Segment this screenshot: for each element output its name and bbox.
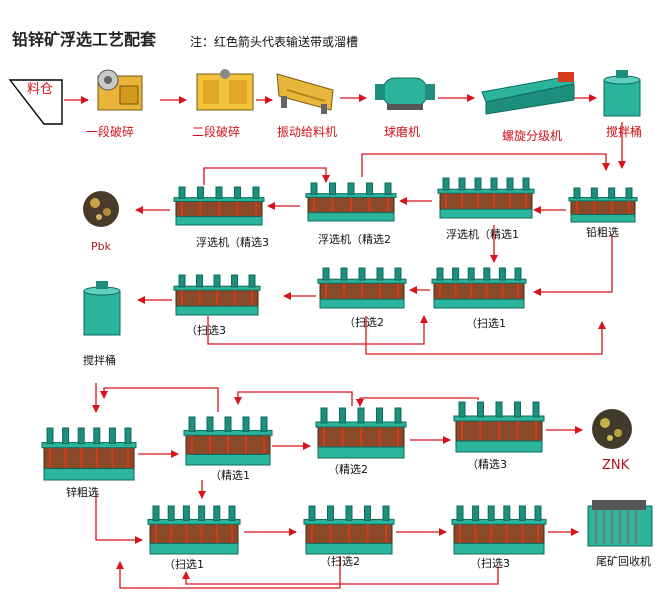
zinc-cleaner-cell-1 xyxy=(183,416,273,466)
lead-rougher-cell xyxy=(568,187,638,223)
arrow-zinc-cleaner2-return xyxy=(234,391,353,406)
pb-product-label: Pbk xyxy=(91,240,111,253)
agitation-tank-icon-2 xyxy=(83,281,121,336)
lead-scavenger-label-1: （扫选1 xyxy=(466,317,506,330)
arrow-zinc-cleaner3-return xyxy=(356,397,479,407)
lead-scavenger-cell-1 xyxy=(431,267,527,309)
row1-label-1: 二段破碎 xyxy=(192,125,241,139)
arrow-zinc-scavenger2-return xyxy=(116,556,341,589)
feed-bin-icon xyxy=(8,79,63,125)
zinc-scavenger-label-1: （扫选1 xyxy=(164,558,204,571)
row1-label-2: 振动给料机 xyxy=(277,125,338,139)
lead-cleaner-label-3: 浮选机（精选3 xyxy=(196,236,269,249)
zinc-cleaner-cell-2 xyxy=(315,407,407,459)
lead-cleaner-label-2: 浮选机（精选2 xyxy=(318,233,391,246)
page-title: 铅锌矿浮选工艺配套 xyxy=(12,30,157,49)
lead-scavenger-label-2: （扫选2 xyxy=(344,316,384,329)
secondary-jaw-crusher-icon xyxy=(196,69,254,111)
lead-cleaner-cell-1 xyxy=(437,177,535,219)
arrow-zinc-cleaner1-return xyxy=(100,387,219,412)
primary-jaw-crusher-icon xyxy=(97,69,143,111)
zinc-cleaner-cell-3 xyxy=(453,401,545,453)
zinc-rougher-cell xyxy=(41,427,137,481)
row1-label-5: 搅拌桶 xyxy=(606,125,643,139)
feed-bin-label: 料仓 xyxy=(27,82,54,97)
ball-mill-icon xyxy=(375,77,435,110)
arrow-cleaner2-return xyxy=(361,153,610,177)
zinc-cleaner-label-3: （精选3 xyxy=(467,458,507,471)
zn-concentrate-icon xyxy=(592,409,632,449)
arrow-cleaner3-return xyxy=(203,167,330,185)
lead-tank-label: 搅拌桶 xyxy=(83,354,116,367)
arrow-scavenger2-return xyxy=(365,316,606,355)
row1-label-0: 一段破碎 xyxy=(86,125,135,139)
arrow-zinc-scavenger3-return xyxy=(182,566,499,585)
pb-concentrate-icon xyxy=(83,191,119,227)
lead-scavenger-cell-2 xyxy=(317,267,407,309)
spiral-classifier-icon xyxy=(481,72,575,115)
arrow-zinc-rougher-to-scavenger1 xyxy=(95,492,143,544)
row1-label-4: 螺旋分级机 xyxy=(502,129,563,143)
zinc-scavenger-cell-1 xyxy=(147,505,241,555)
lead-cleaner-label-1: 浮选机（精选1 xyxy=(446,228,519,241)
lead-cleaner-cell-2 xyxy=(305,182,397,222)
arrow-rougher-tail-to-scavenger1 xyxy=(533,234,613,296)
legend-note: 注：红色箭头代表输送带或溜槽 xyxy=(190,35,359,49)
zinc-scavenger-label-2: （扫选2 xyxy=(320,555,360,568)
zinc-cleaner-label-1: （精选1 xyxy=(210,469,250,482)
tailings-label: 尾矿回收机 xyxy=(596,555,651,568)
lead-scavenger-cell-3 xyxy=(173,274,261,316)
lead-rougher-label: 铅粗选 xyxy=(586,226,619,239)
zinc-scavenger-label-3: （扫选3 xyxy=(470,557,510,570)
zn-product-label: ZNK xyxy=(602,458,630,473)
zinc-scavenger-cell-2 xyxy=(303,505,395,555)
agitation-tank-icon-1 xyxy=(603,70,641,117)
zinc-rougher-label: 锌粗选 xyxy=(66,486,99,499)
tailings-recovery-machine-icon xyxy=(587,500,653,547)
lead-cleaner-cell-3 xyxy=(173,186,265,226)
lead-scavenger-label-3: （扫选3 xyxy=(186,324,226,337)
arrow-scavenger3-return xyxy=(207,315,428,345)
vibrating-feeder-icon xyxy=(276,73,334,114)
row1-label-3: 球磨机 xyxy=(384,125,421,139)
zinc-cleaner-label-2: （精选2 xyxy=(328,463,368,476)
zinc-scavenger-cell-3 xyxy=(451,505,547,555)
